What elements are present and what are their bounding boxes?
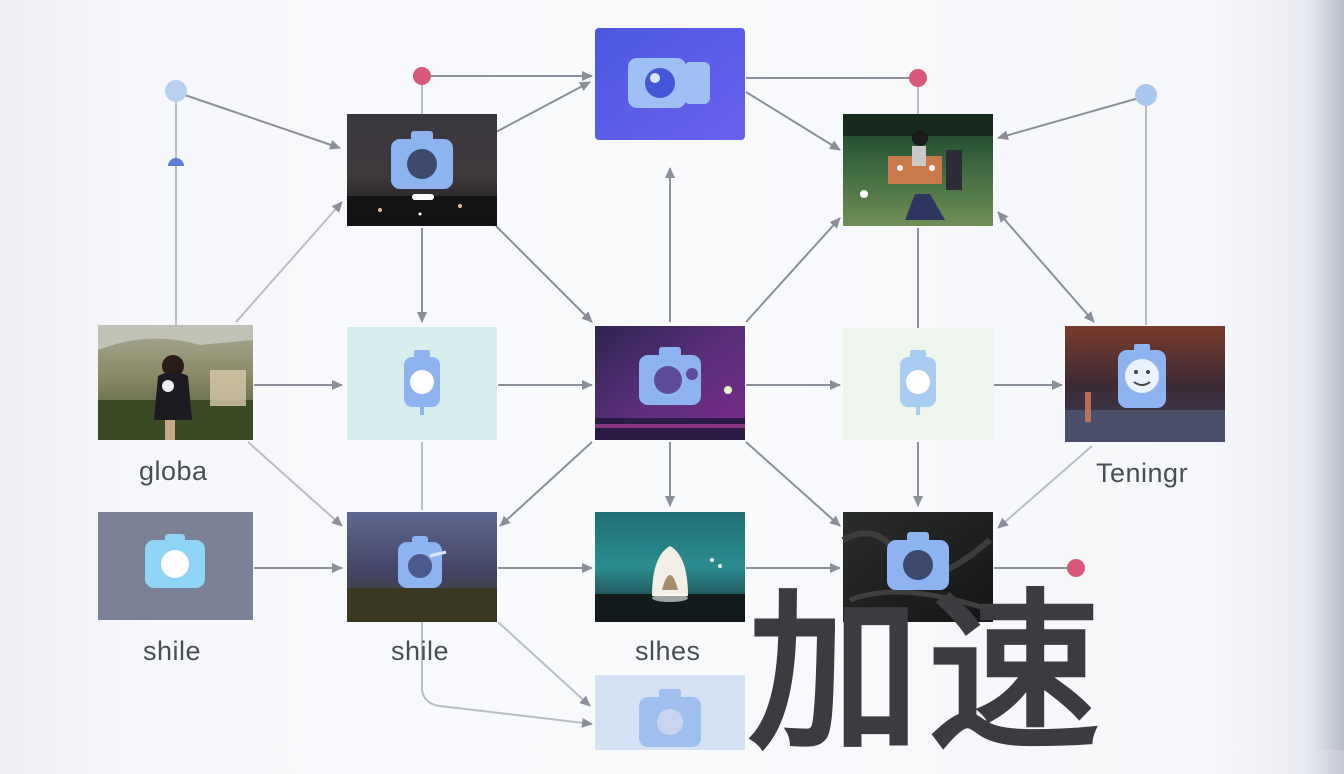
dot-half-left [168, 158, 184, 166]
face-icon [1118, 344, 1166, 408]
right-edge-strip [1314, 0, 1344, 750]
node-r1-right[interactable] [843, 114, 993, 226]
edge-r25-r34 [997, 445, 1093, 529]
overlay-title: 加速 [748, 573, 1108, 774]
node-r3-1[interactable] [98, 512, 253, 620]
camera-icon [639, 689, 701, 747]
label-teninge: Teningr [1096, 458, 1189, 488]
edge-r23-r32 [499, 441, 593, 527]
camera-icon [391, 131, 453, 189]
dot-top-right [1135, 84, 1157, 106]
node-r2-3[interactable] [595, 326, 745, 440]
node-r2-1[interactable] [98, 325, 253, 440]
edge-r23-r1right [745, 217, 841, 323]
label-globa: globa [139, 456, 208, 486]
camera-icon [639, 347, 701, 405]
edge-r1left-top [495, 81, 591, 133]
edge-r32-bottom [421, 622, 593, 728]
node-r2-2[interactable] [347, 327, 497, 440]
edge-r32-bottom2 [497, 621, 591, 707]
edge-r1left-r23 [495, 225, 593, 323]
edge-r1right-r25 [997, 211, 1095, 323]
node-r3-4[interactable] [841, 512, 993, 622]
dot-red-right [1067, 559, 1085, 577]
camera-icon [145, 534, 205, 588]
label-shile-left: shile [143, 636, 202, 666]
edge-r21-r32 [247, 441, 343, 527]
camera-icon [628, 58, 710, 108]
node-bottom[interactable] [595, 675, 745, 750]
node-r3-3[interactable] [595, 512, 745, 622]
node-r2-4[interactable] [843, 328, 993, 440]
dot-red-top-right [909, 69, 927, 87]
node-r3-2[interactable] [347, 512, 497, 622]
dot-red-top [413, 67, 431, 85]
node-r1-left[interactable] [347, 114, 497, 226]
edge-r23-r34 [745, 441, 841, 527]
edge-rdot-r1right [997, 95, 1147, 141]
flow-diagram [98, 28, 1225, 750]
figure-icon [652, 546, 688, 602]
lantern-icon [900, 350, 936, 415]
edge-r21-r1left [235, 201, 343, 323]
connectors [175, 71, 1147, 728]
node-top[interactable] [595, 28, 745, 140]
camera-icon [398, 536, 447, 588]
node-r2-5[interactable] [1065, 326, 1225, 442]
label-shile-mid: shile [391, 636, 450, 666]
dot-top-left [165, 80, 187, 102]
lantern-icon [404, 350, 440, 415]
label-slhes: slhes [635, 636, 701, 666]
edge-top-r1right [745, 91, 841, 151]
edge-dot-to-r1left [175, 91, 341, 150]
